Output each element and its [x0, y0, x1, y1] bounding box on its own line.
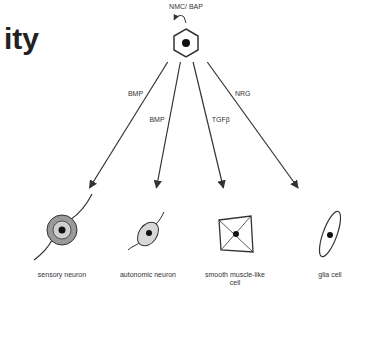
sensory-neuron-cell: sensory neuron: [26, 190, 98, 280]
cell-label: autonomic neuron: [118, 270, 178, 280]
cell-label: NMC/ BAP: [167, 2, 205, 12]
cell-drawing: [199, 190, 271, 270]
smooth-muscle-cell: smooth muscle-like cell: [198, 190, 272, 288]
factor-label: BMP: [148, 116, 165, 124]
cell-drawing: [294, 190, 366, 270]
cell-label: glia cell: [316, 270, 343, 280]
cell-label: smooth muscle-like cell: [198, 270, 272, 288]
glia-cell: glia cell: [294, 190, 366, 280]
differentiation-arrow: [156, 62, 180, 188]
cell-drawing: [26, 190, 98, 270]
cell-drawing: [112, 190, 184, 270]
stem-cell: NMC/ BAP: [150, 2, 222, 62]
title-fragment: ity: [4, 22, 39, 56]
cell-drawing: [150, 12, 222, 62]
differentiation-arrow: [193, 62, 223, 188]
differentiation-arrow: [207, 62, 298, 188]
factor-label: BMP: [127, 90, 144, 98]
differentiation-arrow: [89, 62, 167, 188]
factor-label: NRG: [234, 90, 252, 98]
cell-label: sensory neuron: [36, 270, 88, 280]
factor-label: TGFβ: [211, 116, 231, 124]
autonomic-neuron-cell: autonomic neuron: [112, 190, 184, 280]
